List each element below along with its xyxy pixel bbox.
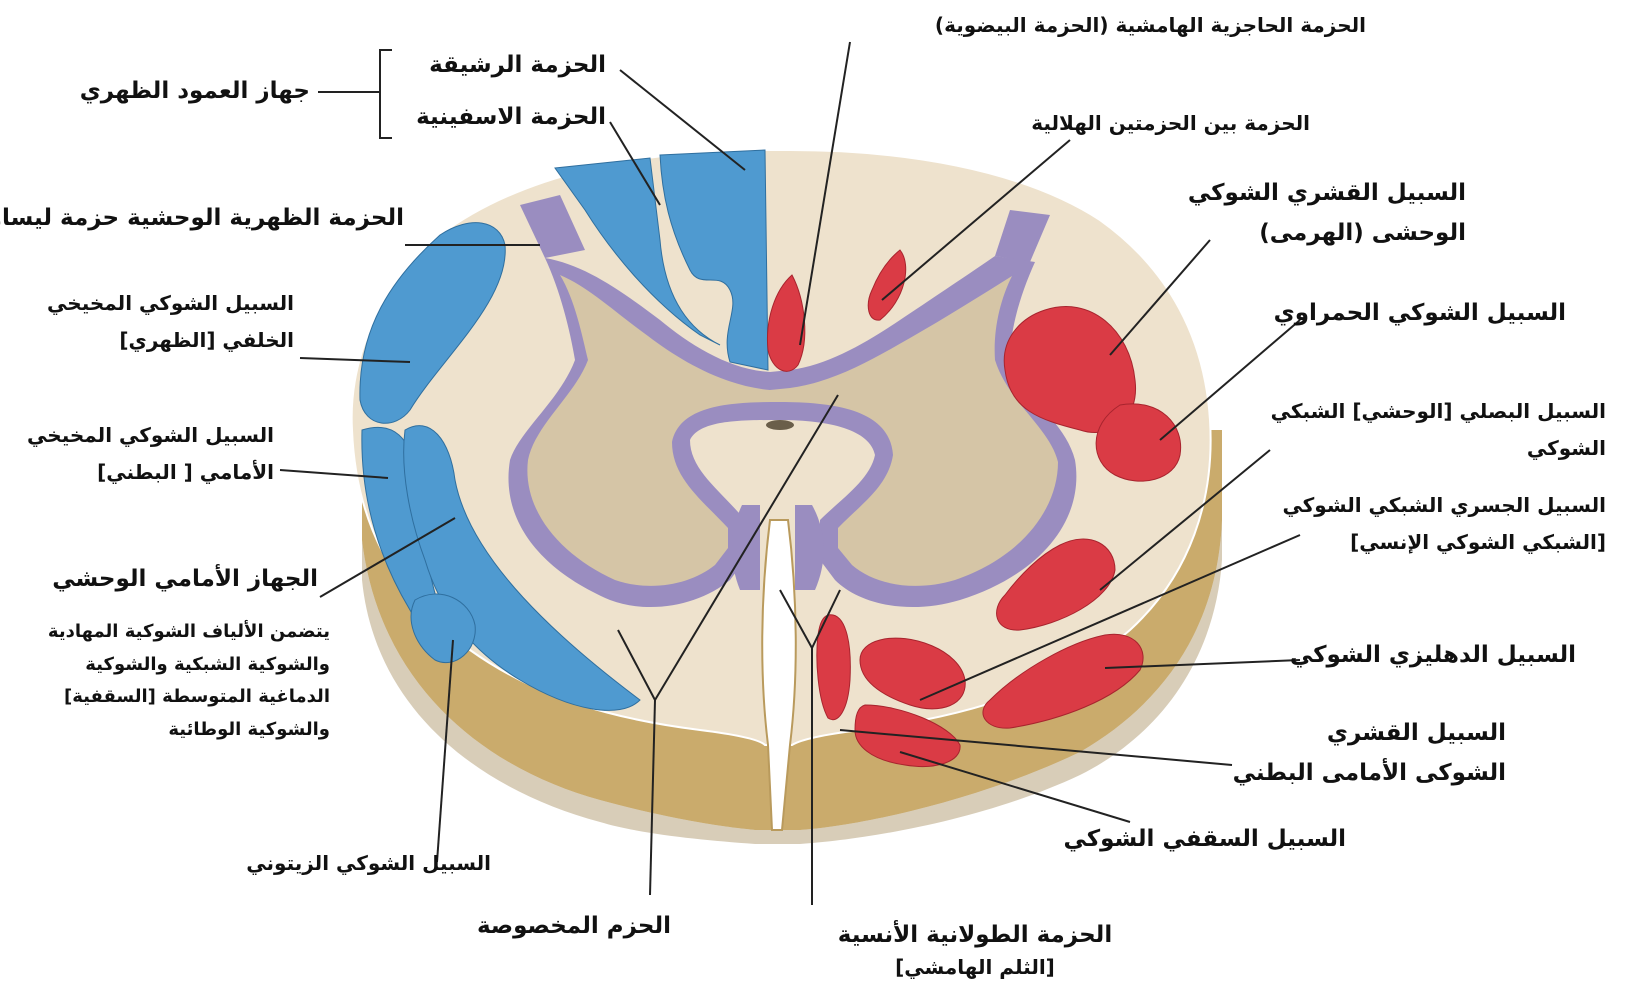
- label-anterolateral-system: الجهاز الأمامي الوحشي: [52, 566, 318, 592]
- dorsal-column-bracket: [380, 50, 392, 138]
- label-septomarginal-fasciculus: الحزمة الحاجزية الهامشية (الحزمة البيضوي…: [935, 14, 1366, 37]
- label-posterior-spinocerebellar-line1: السبيل الشوكي المخيخي: [47, 292, 294, 315]
- label-anterolateral-note-line2: والشوكية الشبكية والشوكية: [48, 655, 330, 676]
- label-anterior-corticospinal-line1: السبيل القشري: [1233, 720, 1506, 746]
- label-anterolateral-note: يتضمن الألياف الشوكية المهادية والشوكية …: [48, 622, 330, 741]
- label-anterior-spinocerebellar-line1: السبيل الشوكي المخيخي: [27, 424, 274, 447]
- label-tectospinal: السبيل السقفي الشوكي: [1063, 826, 1346, 852]
- label-medial-longitudinal-fasciculus: الحزمة الطولانية الأنسية [الثلم الهامشي]: [805, 922, 1145, 979]
- label-lateral-corticospinal-line1: السبيل القشري الشوكي: [1188, 180, 1466, 206]
- label-vestibulospinal: السبيل الدهليزي الشوكي: [1290, 642, 1576, 668]
- label-dorsal-column-system: جهاز العمود الظهري: [80, 78, 310, 104]
- label-fasciculi-proprii: الحزم المخصوصة: [477, 913, 671, 939]
- label-anterolateral-note-line3: الدماغية المتوسطة [السقفية]: [48, 687, 330, 708]
- label-anterior-corticospinal: السبيل القشري الشوكى الأمامى البطني: [1233, 720, 1506, 787]
- label-anterolateral-note-line4: والشوكية الوطائية: [48, 720, 330, 741]
- label-medial-reticulospinal: السبيل الجسري الشبكي الشوكي [الشبكي الشو…: [1282, 494, 1606, 554]
- label-rubrospinal: السبيل الشوكي الحمراوي: [1274, 300, 1566, 326]
- label-fasciculus-cuneatus: الحزمة الاسفينية: [416, 104, 606, 130]
- label-anterior-corticospinal-line2: الشوكى الأمامى البطني: [1233, 760, 1506, 786]
- label-lateral-corticospinal: السبيل القشري الشوكي الوحشى (الهرمى): [1188, 180, 1466, 247]
- label-fasciculus-gracilis: الحزمة الرشيقة: [429, 52, 606, 78]
- label-posterior-spinocerebellar-line2: الخلفي [الظهري]: [47, 329, 294, 352]
- label-lateral-corticospinal-line2: الوحشى (الهرمى): [1188, 220, 1466, 246]
- label-spino-olivary: السبيل الشوكي الزيتوني: [246, 852, 491, 875]
- label-medial-reticulospinal-line1: السبيل الجسري الشبكي الشوكي: [1282, 494, 1606, 517]
- label-posterior-spinocerebellar: السبيل الشوكي المخيخي الخلفي [الظهري]: [47, 292, 294, 352]
- label-dorsolateral-fasciculus: الحزمة الظهرية الوحشية حزمة ليساور: [0, 205, 404, 231]
- label-mlf-line2: [الثلم الهامشي]: [805, 956, 1145, 979]
- label-lateral-reticulospinal-line2: الشوكي: [1271, 437, 1606, 460]
- label-lateral-reticulospinal: السبيل البصلي [الوحشي] الشبكي الشوكي: [1271, 400, 1606, 460]
- label-mlf-line1: الحزمة الطولانية الأنسية: [805, 922, 1145, 948]
- label-lateral-reticulospinal-line1: السبيل البصلي [الوحشي] الشبكي: [1271, 400, 1606, 423]
- label-anterolateral-note-line1: يتضمن الألياف الشوكية المهادية: [48, 622, 330, 643]
- label-medial-reticulospinal-line2: [الشبكي الشوكي الإنسي]: [1282, 531, 1606, 554]
- central-canal: [766, 420, 794, 430]
- label-interfascicular-fasciculus: الحزمة بين الحزمتين الهلالية: [1031, 112, 1310, 135]
- label-anterior-spinocerebellar: السبيل الشوكي المخيخي الأمامي [ البطني]: [27, 424, 274, 484]
- label-anterior-spinocerebellar-line2: الأمامي [ البطني]: [27, 461, 274, 484]
